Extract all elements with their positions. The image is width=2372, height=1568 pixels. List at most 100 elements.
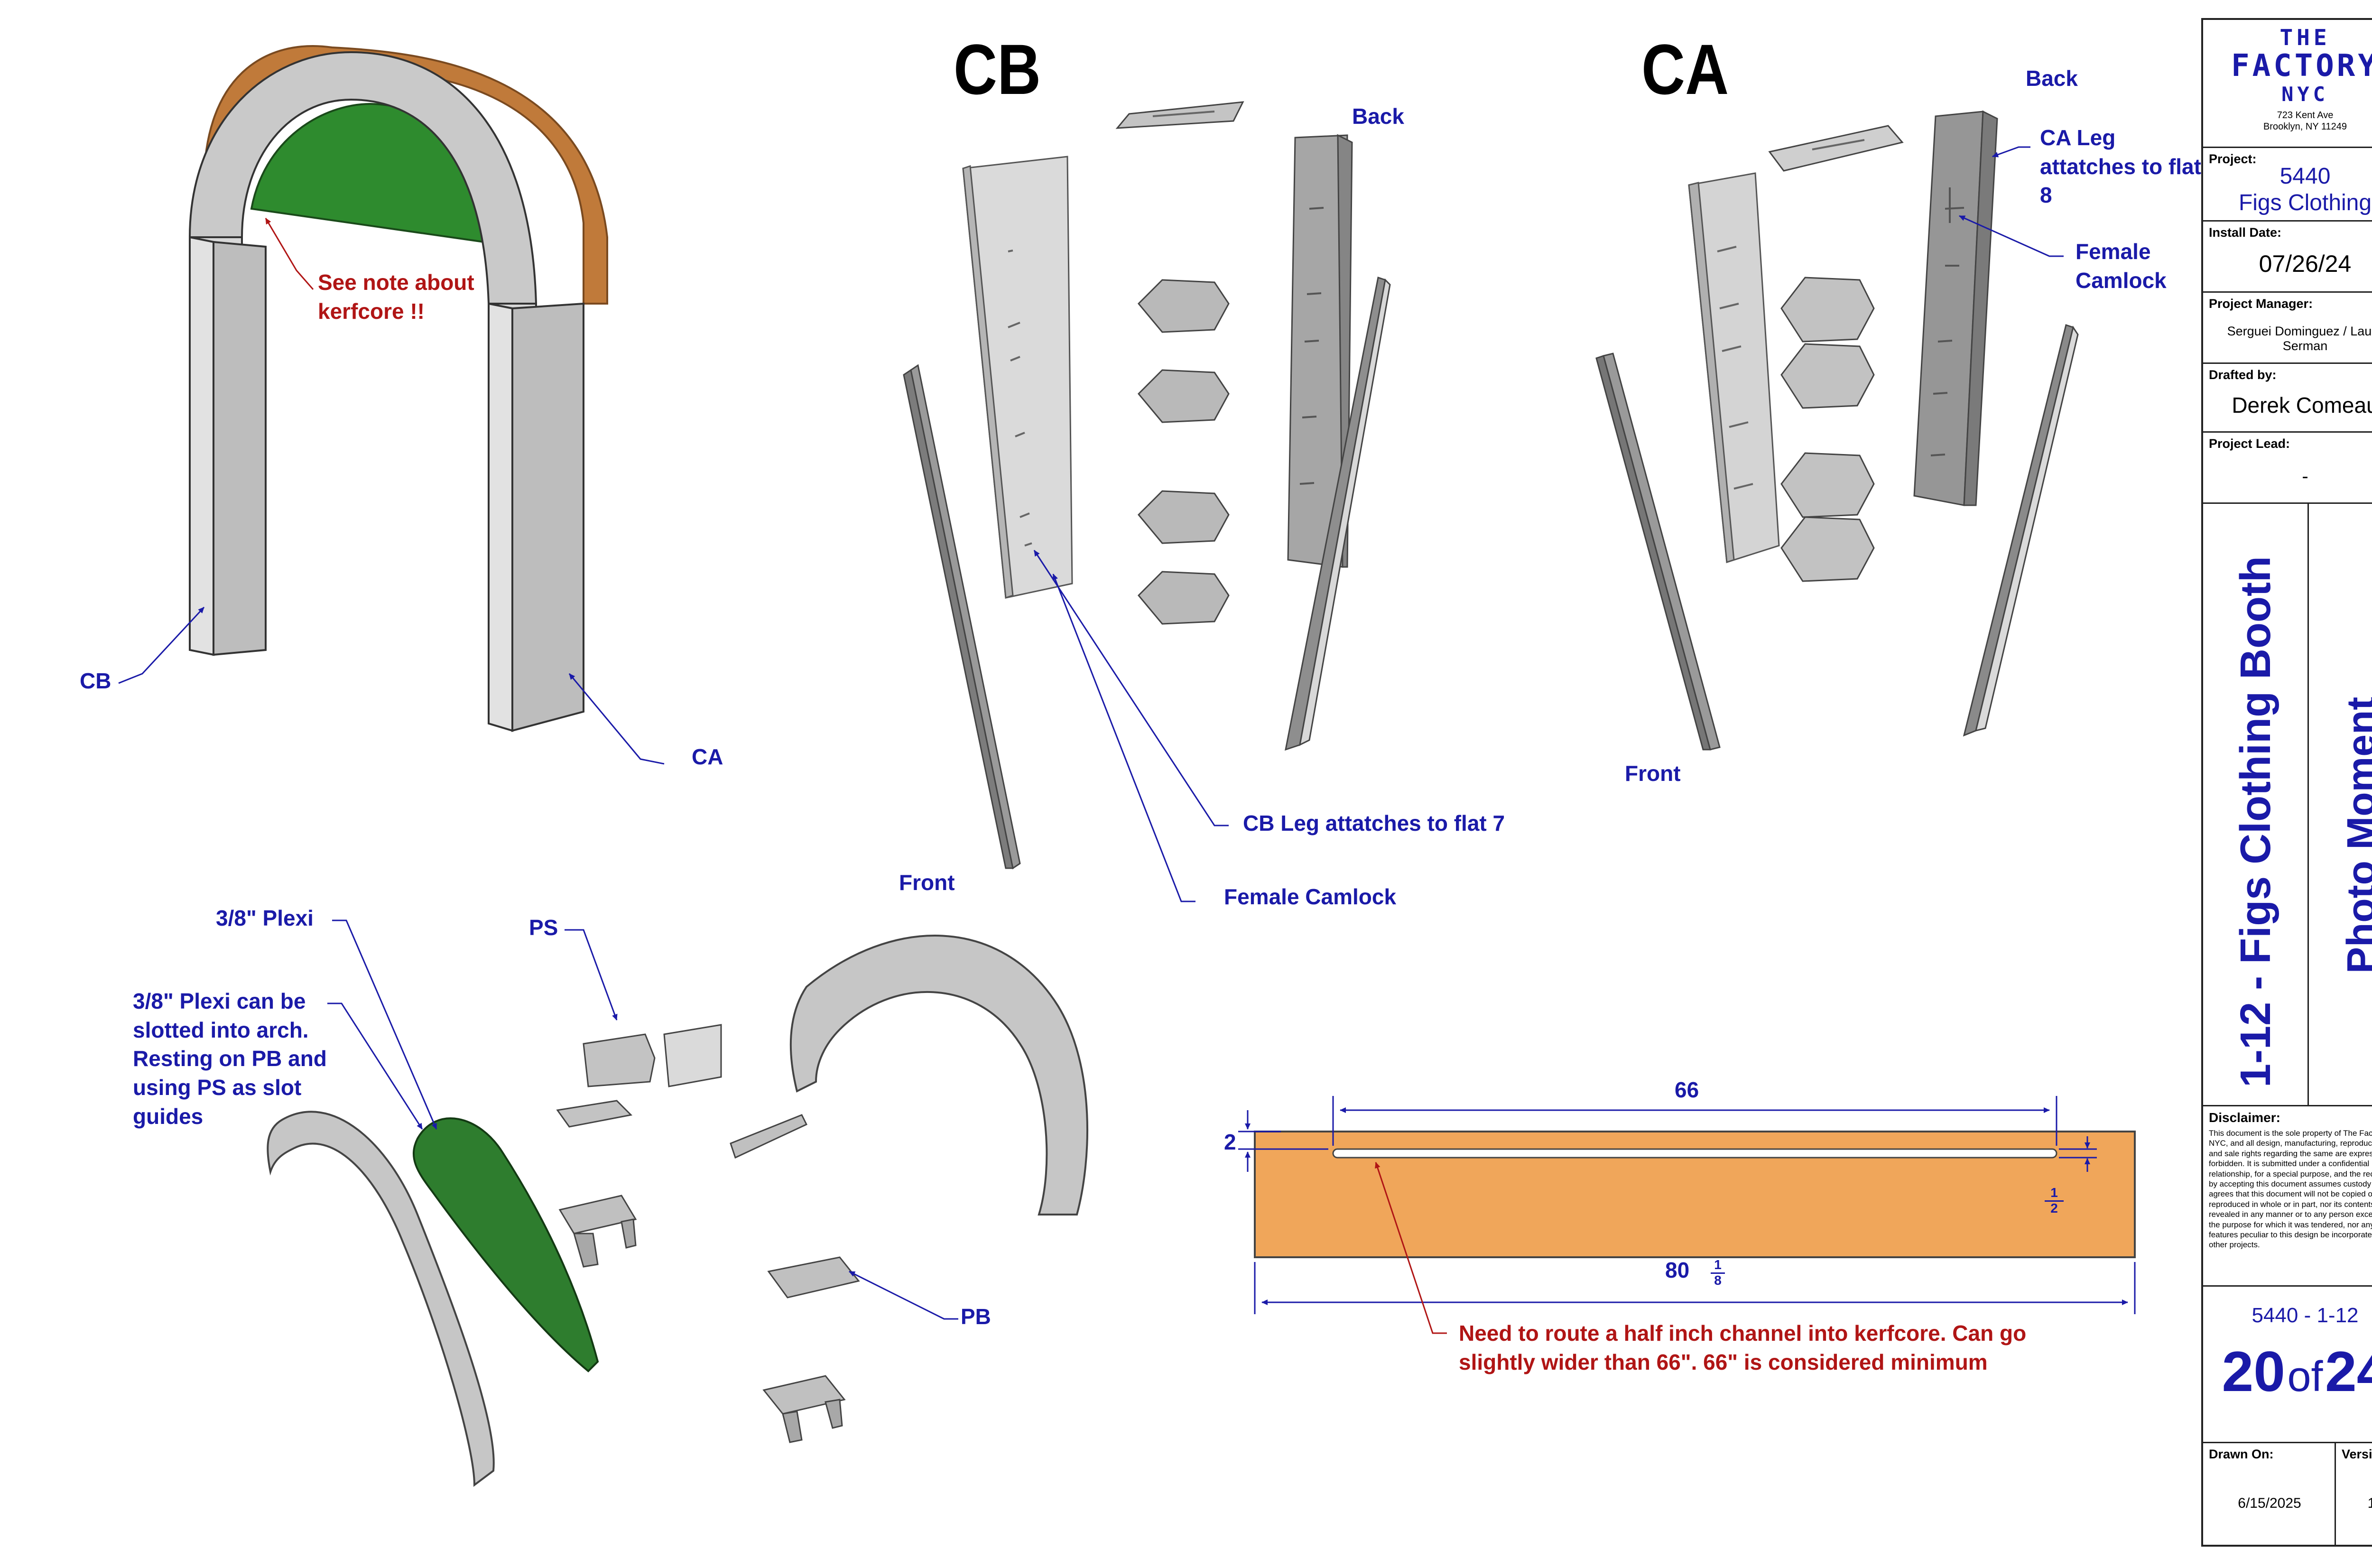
kerfcore-board [1238, 1096, 2136, 1314]
logo-factory: FACTORY [2231, 48, 2372, 84]
project-label: Project: [2209, 152, 2257, 166]
dim-overall: 80 1 8 [1665, 1257, 1725, 1287]
tb-divider [2307, 504, 2309, 1105]
sheet-code: 5440 - 1-12 [2252, 1304, 2359, 1327]
drawn-label: Drawn On: [2209, 1447, 2274, 1461]
pm-value: Serguei Dominguez / Laura Serman [2227, 324, 2372, 353]
lead-value: - [2302, 466, 2308, 487]
kerfcore-channel [1332, 1148, 2057, 1159]
tb-sheet-number: 5440 - 1-12 20 of 24 [2203, 1287, 2372, 1443]
pb-parts [558, 1114, 860, 1443]
disclaimer-text: This document is the sole property of Th… [2209, 1129, 2372, 1250]
leader-pb [849, 1271, 958, 1320]
tb-version: Version: 1 [2336, 1443, 2372, 1545]
ps-parts [556, 1024, 722, 1128]
cb-view-title: CB [954, 29, 1041, 109]
pm-label: Project Manager: [2209, 297, 2313, 311]
leader-arch-ca [568, 673, 665, 765]
leader-arch-note [265, 218, 314, 290]
leader-arch-cb [118, 606, 205, 684]
sheet-title: 1-12 - Figs Clothing Booth [2232, 556, 2279, 1087]
cb-center-panel [962, 156, 1073, 599]
project-name: Figs Clothing [2238, 190, 2372, 215]
cb-back-label: Back [1352, 104, 1404, 129]
ca-front-panel [1603, 353, 1721, 751]
tb-drafted: Drafted by: Derek Comeau [2203, 364, 2372, 433]
dim-edge-offset: 2 [1224, 1130, 1236, 1154]
ca-camlock-label: Female Camlock [2076, 239, 2167, 293]
address-line2: Brooklyn, NY 11249 [2263, 121, 2347, 132]
logo-nyc: NYC [2281, 83, 2329, 106]
leader-plexi [332, 919, 437, 1130]
ps-label: PS [529, 915, 558, 940]
kerf-note-label: Need to route a half inch channel into k… [1459, 1321, 2027, 1374]
cb-leg-label: CB Leg attatches to flat 7 [1243, 811, 1505, 835]
dim-overall-whole: 80 [1665, 1258, 1690, 1282]
address-line1: 723 Kent Ave [2277, 110, 2334, 121]
cb-camlock-label: Female Camlock [1224, 884, 1397, 909]
tb-pm: Project Manager: Serguei Dominguez / Lau… [2203, 293, 2372, 364]
leader-plexi-note [327, 1002, 423, 1130]
dim-overall-num: 1 [1714, 1257, 1722, 1272]
dim-overall-frac: 1 8 [1711, 1258, 1725, 1287]
disclaimer-label: Disclaimer: [2209, 1110, 2280, 1125]
ca-exploded [1595, 110, 2079, 751]
ca-back-label: Back [2026, 66, 2078, 91]
plexi-sheet [413, 1117, 599, 1373]
tb-logo: THE FACTORY NYC 723 Kent Ave Brooklyn, N… [2203, 20, 2372, 148]
page-total: 24 [2325, 1340, 2372, 1403]
leader-cb-leg [1033, 550, 1229, 826]
arch-note-label: See note about kerfcore !! [318, 270, 474, 324]
ca-front-label: Front [1625, 761, 1681, 786]
dim-overall-den: 8 [1714, 1273, 1722, 1288]
ca-top-cap [1768, 125, 1904, 172]
dim-slot-width-den: 2 [2050, 1201, 2058, 1215]
page-current: 20 [2222, 1340, 2286, 1403]
logo-the: THE [2279, 25, 2331, 50]
leader-ps [565, 929, 618, 1021]
back-arch-ring [789, 935, 1088, 1215]
ca-blocks [1780, 277, 1875, 582]
front-arch-ring [267, 1111, 495, 1487]
sheet-subtitle: Photo Moment [2339, 696, 2372, 974]
project-number: 5440 [2279, 164, 2331, 189]
page-count: 20 of 24 [2203, 1339, 2372, 1404]
lead-label: Project Lead: [2209, 436, 2290, 451]
dim-slot-length: 66 [1675, 1077, 1699, 1102]
leader-kerf-note [1375, 1162, 1447, 1334]
arch-ca-label: CA [692, 744, 723, 769]
arch-assembly [188, 45, 608, 732]
leader-cb-camlock [1052, 574, 1195, 902]
page-of: of [2287, 1353, 2323, 1401]
ca-leg-label: CA Leg attatches to flat 8 [2040, 125, 2201, 208]
cb-blocks [1137, 279, 1230, 625]
dim-slot-width: 1 2 [2045, 1186, 2064, 1215]
arch-face [188, 51, 537, 305]
drawn-value: 6/15/2025 [2238, 1495, 2301, 1511]
pb-label: PB [961, 1304, 991, 1329]
version-value: 1 [2367, 1495, 2372, 1511]
version-label: Version: [2342, 1447, 2372, 1461]
drafted-label: Drafted by: [2209, 368, 2277, 382]
plexi-note-label: 3/8" Plexi can be slotted into arch. Res… [133, 989, 327, 1129]
title-block: THE FACTORY NYC 723 Kent Ave Brooklyn, N… [2201, 18, 2372, 1547]
drafted-value: Derek Comeau [2232, 393, 2372, 418]
tb-drawn: Drawn On: 6/15/2025 [2203, 1443, 2336, 1545]
plexi-exploded [267, 935, 1088, 1487]
plexi-label: 3/8" Plexi [216, 906, 314, 930]
install-date: 07/26/24 [2259, 251, 2352, 277]
dim-slot-width-num: 1 [2050, 1185, 2058, 1200]
leader-ca-leg [1992, 146, 2030, 158]
tb-install: Install Date: 07/26/24 [2203, 222, 2372, 293]
tb-disclaimer: Disclaimer: This document is the sole pr… [2203, 1106, 2372, 1287]
cb-exploded [903, 101, 1391, 870]
tb-lead: Project Lead: - [2203, 433, 2372, 504]
tb-project: Project: 5440 Figs Clothing [2203, 148, 2372, 222]
install-label: Install Date: [2209, 225, 2282, 240]
leader-ca-camlock [1959, 215, 2064, 257]
cb-front-label: Front [899, 870, 955, 895]
ca-view-title: CA [1641, 29, 1729, 109]
arch-cb-label: CB [80, 668, 111, 693]
